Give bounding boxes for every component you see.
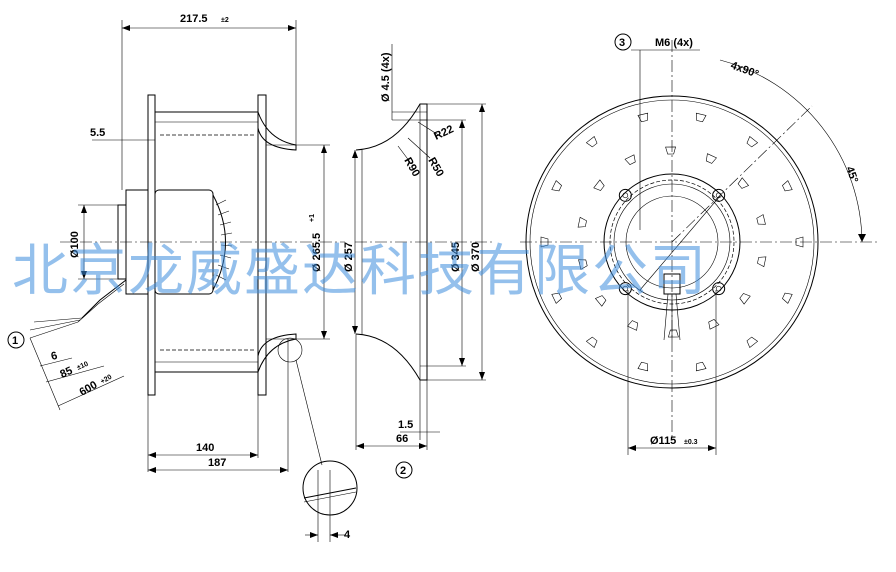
- blade-mark: [594, 295, 607, 307]
- mounting-hole: [715, 285, 722, 292]
- blade-mark: [668, 329, 679, 338]
- mounting-lugs: [618, 188, 726, 296]
- dim-bolt-circle: Ø115: [650, 435, 676, 447]
- blade-mark: [585, 135, 598, 148]
- blade-mark: [637, 361, 649, 372]
- rotor-fins: [215, 199, 233, 281]
- dim-flange-offset: 5.5: [90, 127, 105, 139]
- callout-1: 1: [12, 335, 18, 347]
- blade-mark: [577, 216, 587, 228]
- blade-mark: [540, 236, 549, 248]
- mounting-lug: [618, 188, 632, 202]
- dim-bolt-circle-tol: ±0.3: [684, 439, 698, 446]
- front-view: 3 M6 (4x) 4x90° 45° Ø115 ±0.3: [520, 33, 880, 455]
- blade-mark: [665, 146, 676, 155]
- dim-inlet-dia-tol: +1: [309, 214, 316, 222]
- dim-nozzle-inner: Ø 257: [343, 242, 355, 272]
- dim-cable-strip: 6: [50, 350, 59, 363]
- dim-nozzle-1-5: 1.5: [398, 419, 413, 431]
- blade-mark: [756, 214, 766, 225]
- blade-mark: [757, 256, 767, 268]
- dim-r22: R22: [432, 123, 455, 142]
- blade-mark: [551, 292, 562, 304]
- dim-angle-45: 45°: [843, 165, 860, 185]
- mounting-hole: [622, 192, 629, 199]
- blade-mark: [637, 112, 649, 123]
- nozzle-view: Ø 4.5 (4x) R22 R50 R90 Ø 257 Ø 345 Ø 370…: [343, 44, 495, 479]
- dim-r50: R50: [425, 156, 445, 179]
- blade-mark: [795, 236, 804, 248]
- blade-mark: [705, 153, 717, 164]
- dim-overall-length: 217.5: [180, 13, 208, 25]
- dim-cable-strip2-tol: ±10: [76, 361, 90, 372]
- dim-overall-length-tol: ±2: [221, 17, 229, 24]
- side-view: 217.5 ±2 5.5 Ø100 Ø 265.5 +1 140 187: [7, 13, 358, 542]
- blade-mark: [627, 320, 639, 331]
- dim-r90: R90: [401, 156, 421, 179]
- blade-mark: [551, 180, 562, 192]
- dim-cable-strip2: 85: [58, 365, 74, 381]
- blade-mark: [585, 336, 598, 349]
- dim-hub-dia: Ø100: [69, 231, 81, 258]
- callout-3: 3: [619, 37, 625, 49]
- dim-140: 140: [196, 442, 214, 454]
- mounting-hole: [715, 192, 722, 199]
- fan-blades: [540, 112, 804, 372]
- blade-mark: [746, 336, 759, 349]
- mounting-lug: [712, 282, 726, 296]
- dim-cable-length: 600: [78, 379, 100, 399]
- blade-mark: [695, 112, 707, 123]
- blade-mark: [695, 361, 707, 372]
- dim-187: 187: [208, 457, 226, 469]
- blade-mark: [737, 177, 750, 189]
- blade-mark: [782, 180, 793, 192]
- mounting-lug: [712, 188, 726, 202]
- blade-mark: [624, 154, 636, 166]
- blade-mark: [593, 179, 605, 191]
- blade-mark: [782, 292, 793, 304]
- blade-mark: [739, 293, 751, 305]
- mounting-lug: [618, 282, 632, 296]
- dim-thread: M6 (4x): [655, 37, 693, 49]
- dim-angle-4x90: 4x90°: [729, 60, 760, 81]
- dim-nozzle-345: Ø 345: [450, 242, 462, 272]
- blade-mark: [708, 318, 720, 330]
- dim-detail-4: 4: [344, 529, 351, 541]
- callout-2: 2: [400, 465, 406, 477]
- mounting-hole: [622, 285, 629, 292]
- dim-nozzle-370: Ø 370: [470, 242, 482, 272]
- blade-mark: [578, 259, 588, 270]
- dim-inlet-dia: Ø 265.5: [311, 233, 323, 272]
- dim-hole-dia: Ø 4.5 (4x): [380, 52, 392, 102]
- dim-nozzle-66: 66: [396, 433, 408, 445]
- blade-mark: [746, 135, 759, 148]
